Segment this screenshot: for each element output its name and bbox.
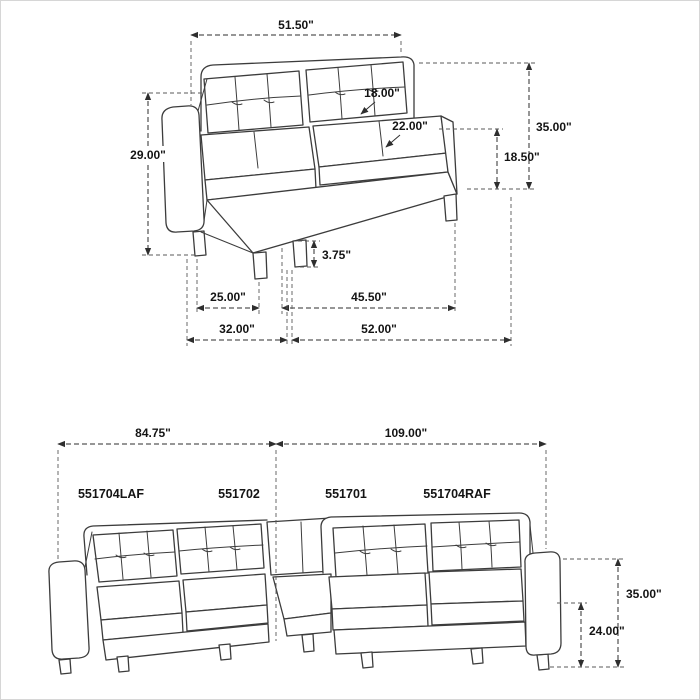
sectional-left-arm <box>48 560 90 660</box>
sectional-corner-seat-front <box>283 612 332 637</box>
sofa-arm-connectors <box>197 78 254 254</box>
dim-sofa-back-height: 29.00" <box>130 148 166 162</box>
dim-sofa-seat-width: 45.50" <box>351 290 387 304</box>
dim-sofa-seat-depth: 22.00" <box>392 119 428 133</box>
sectional-corner-leg <box>301 633 315 653</box>
sectional-right-seat-2-front <box>430 600 525 626</box>
sku-raf-label: 551704RAF <box>423 487 491 501</box>
dim-sectional-arm-height: 24.00" <box>589 624 625 638</box>
sectional-leg-left-2 <box>218 643 232 661</box>
sectional-right-seat-1 <box>328 572 428 610</box>
sectional-left-back-cushion-1 <box>92 529 178 583</box>
sofa-seat-seams <box>253 120 384 169</box>
sofa-diagram <box>161 56 458 280</box>
dim-sofa-overall-height: 35.00" <box>536 120 572 134</box>
dim-sofa-back-cushion: 18.00" <box>364 86 400 100</box>
sectional-leg-right-2 <box>470 647 484 665</box>
sofa-leg-front-left <box>252 251 268 280</box>
sku-corner-label: 551701 <box>325 487 367 501</box>
dim-sofa-top-width: 51.50" <box>278 18 314 32</box>
sofa-back-cushion-left <box>203 70 304 134</box>
sectional-leg-right-arm <box>536 653 550 671</box>
sectional-left-seat-2-front <box>185 604 269 632</box>
sofa-leg-front-mid <box>292 239 308 268</box>
sectional-left-back-cushion-2 <box>176 523 265 575</box>
sku-armless-label: 551702 <box>218 487 260 501</box>
sofa-left-arm <box>161 105 205 233</box>
sectional-right-seat-2 <box>428 568 524 605</box>
sectional-leg-left-arm <box>58 658 72 675</box>
sectional-left-rail <box>102 623 270 661</box>
dim-sofa-overall-width: 52.00" <box>361 322 397 336</box>
dim-sectional-left-width: 84.75" <box>135 426 171 440</box>
sku-laf-label: 551704LAF <box>78 487 144 501</box>
dim-sofa-arm-depth: 25.00" <box>210 290 246 304</box>
sectional-dimensions: 84.75" 109.00" 551704LAF 551702 551701 5… <box>57 426 662 668</box>
dim-sectional-right-width: 109.00" <box>385 426 427 440</box>
dim-sofa-seat-height: 18.50" <box>504 150 540 164</box>
sofa-open-end-face <box>440 115 458 195</box>
sectional-right-back-cushion-1 <box>332 523 429 578</box>
sectional-seams <box>84 520 534 580</box>
sectional-diagram <box>48 512 562 675</box>
dim-sofa-leg-height: 3.75" <box>322 248 351 262</box>
sofa-dimensions: 51.50" 18.00" 22.00" 35.00" 18.50" 29.00… <box>127 18 572 346</box>
dim-sectional-overall-height: 35.00" <box>626 587 662 601</box>
sofa-leg-back-left <box>192 230 207 257</box>
sectional-right-arm <box>524 551 562 656</box>
dim-sofa-overall-depth: 32.00" <box>219 322 255 336</box>
sectional-corner-seat <box>272 573 332 620</box>
sectional-leg-left-1 <box>116 655 130 673</box>
sectional-right-back-cushion-2 <box>430 519 522 572</box>
sectional-leg-right-1 <box>360 651 374 669</box>
sofa-tuft-seams <box>206 64 406 131</box>
sofa-leg-right-end <box>443 193 458 222</box>
